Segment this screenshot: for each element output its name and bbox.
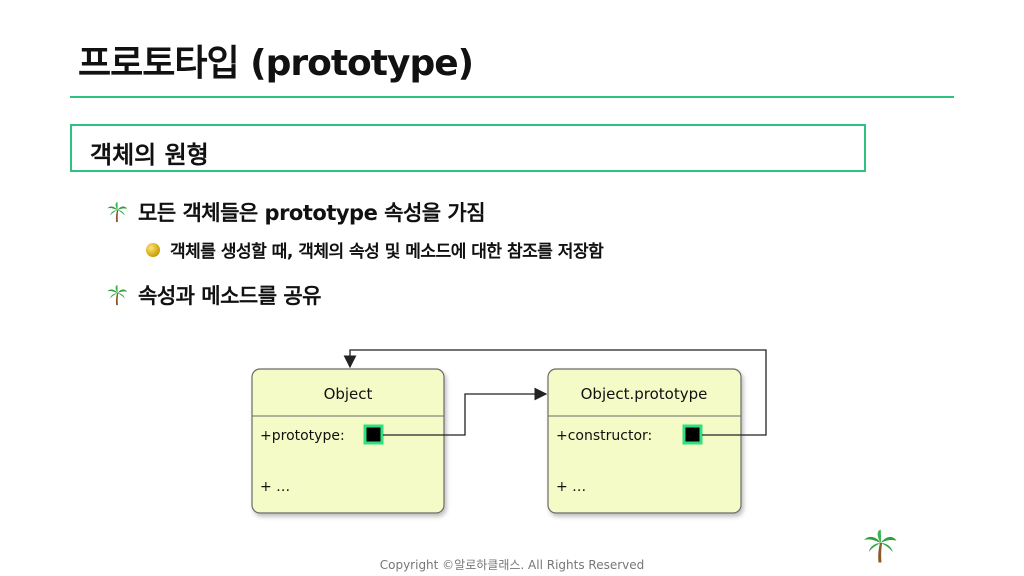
class-more: + …: [260, 479, 290, 495]
copyright-footer: Copyright ©알로하클래스. All Rights Reserved: [379, 558, 645, 572]
palm-tree-icon: [107, 284, 128, 306]
palm-tree-icon: [107, 201, 128, 223]
bullet-text: 모든 객체들은 prototype 속성을 가짐: [138, 201, 486, 225]
bullet-item: 모든 객체들은 prototype 속성을 가짐: [106, 197, 486, 227]
class-name: Object.prototype: [581, 385, 708, 403]
class-object-prototype: Object.prototype +constructor: + …: [547, 368, 742, 514]
constructor-arrow: [343, 349, 767, 436]
yellow-dot-icon: [146, 242, 160, 257]
class-field: +prototype:: [260, 428, 345, 444]
class-field: +constructor:: [556, 428, 652, 444]
class-more: + …: [556, 479, 586, 495]
page-title: 프로토타입 (prototype): [78, 43, 474, 84]
class-box: [547, 368, 742, 514]
sub-bullet-text: 객체를 생성할 때, 객체의 속성 및 메소드에 대한 참조를 저장함: [170, 242, 604, 262]
class-box: [251, 368, 445, 514]
bullet-text: 속성과 메소드를 공유: [138, 284, 322, 308]
class-name: Object: [324, 385, 373, 403]
pointer-box: [682, 424, 703, 445]
sub-bullet-item: 객체를 생성할 때, 객체의 속성 및 메소드에 대한 참조를 저장함: [146, 237, 604, 262]
bullet-item: 속성과 메소드를 공유: [106, 280, 322, 310]
prototype-arrow: [383, 387, 548, 436]
section-heading-box: 객체의 원형: [70, 124, 866, 172]
section-heading: 객체의 원형: [90, 141, 209, 169]
pointer-box: [363, 424, 384, 445]
palm-tree-icon: [864, 529, 897, 563]
class-object: Object +prototype: + …: [251, 368, 445, 514]
title-divider: [70, 96, 954, 98]
